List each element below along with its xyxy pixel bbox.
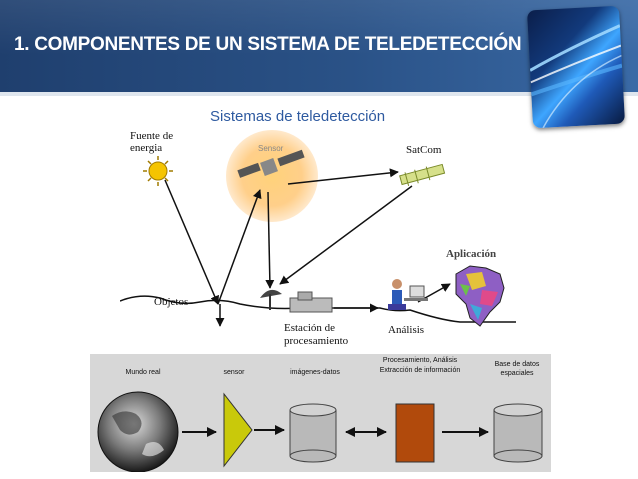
light-streaks-icon bbox=[529, 24, 623, 129]
objects-label: Objetos bbox=[154, 296, 189, 308]
sensor-to-satcom-arrow bbox=[287, 168, 399, 185]
station-label-line1: Estación de bbox=[284, 322, 336, 334]
satcom-satellite-icon bbox=[399, 163, 446, 186]
database-label-line1: Base de datos bbox=[494, 361, 540, 368]
sensor-label: Sensor bbox=[258, 144, 284, 153]
sensor-triangle-icon bbox=[223, 392, 253, 468]
dish-antenna-icon bbox=[260, 289, 282, 310]
sensor-step-label: sensor bbox=[223, 369, 245, 376]
slide-title: 1. COMPONENTES DE UN SISTEMA DE TELEDETE… bbox=[14, 34, 522, 55]
processing-label-line2: Extracción de información bbox=[379, 367, 461, 374]
satcom-to-station-arrow bbox=[279, 185, 413, 285]
remote-sensing-diagram: Sistemas de teledetección bbox=[120, 98, 516, 350]
processing-label-line1: Procesamiento, Análisis bbox=[382, 357, 458, 364]
decorative-light-tile bbox=[526, 5, 626, 129]
sun-icon bbox=[143, 156, 173, 186]
diagram-artwork bbox=[120, 130, 516, 327]
satellite-sensor-icon bbox=[237, 149, 305, 178]
spatial-database-cylinder-icon bbox=[493, 403, 543, 463]
earth-globe-icon bbox=[97, 391, 179, 472]
sensor-to-station-arrow bbox=[265, 191, 275, 289]
diagram-title: Sistemas de teledetección bbox=[210, 108, 386, 125]
station-label-line2: procesamiento bbox=[284, 335, 349, 347]
images-data-label: imágenes-datos bbox=[290, 369, 340, 376]
energy-to-object-arrow bbox=[164, 179, 219, 305]
energy-source-label-line2: energia bbox=[130, 142, 163, 154]
object-to-sensor-arrow bbox=[217, 189, 262, 305]
analysis-label: Análisis bbox=[388, 324, 425, 336]
processing-box-icon bbox=[395, 403, 435, 463]
application-label: Aplicación bbox=[446, 248, 497, 260]
process-flow-artwork bbox=[97, 391, 543, 472]
header-divider bbox=[0, 92, 638, 96]
satcom-label: SatCom bbox=[406, 144, 442, 156]
energy-source-label-line1: Fuente de bbox=[130, 130, 174, 142]
terrain-line bbox=[120, 295, 516, 323]
analyst-computer-icon bbox=[388, 279, 428, 310]
africa-map-icon bbox=[455, 265, 505, 327]
database-label-line2: espaciales bbox=[500, 370, 534, 377]
processing-station-icon bbox=[289, 291, 333, 313]
process-flow-diagram: Mundo real sensor imágenes-datos Procesa… bbox=[90, 354, 551, 472]
real-world-label: Mundo real bbox=[125, 369, 161, 376]
images-data-cylinder-icon bbox=[289, 403, 337, 463]
